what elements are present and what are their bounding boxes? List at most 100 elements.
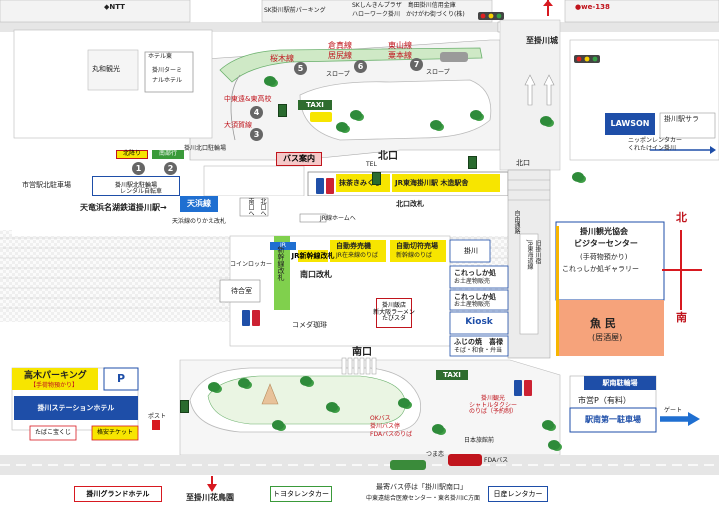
kakegawa-restaurant-line1: 掛川飯店 <box>381 301 406 309</box>
post-label: ポスト <box>148 413 167 420</box>
sakuragi-route-label: 桜木線 <box>270 54 294 63</box>
tozan-route-label: 東山線 <box>388 41 412 50</box>
kakegawa-restaurant-line3: たびスタ <box>381 315 406 323</box>
ntt-label: ◆NTT <box>104 3 125 11</box>
jr-platform-label: JR線ホームへ <box>320 215 356 222</box>
uomin-sub-label: (居酒屋) <box>592 333 623 342</box>
north-direction-label: 北 <box>676 211 687 224</box>
tree-icon <box>548 440 560 450</box>
stop-number-3: 3 <box>250 128 263 141</box>
stop-number-2: 2 <box>164 162 177 175</box>
sk-plaza-line2: ハローワーク掛川 かけがわ街づくり(株) <box>352 11 465 18</box>
takagi-parking-label: 高木パーキング <box>24 371 87 381</box>
kitaori-stop-label: 北降り <box>116 150 148 159</box>
shuttle-taxi-line3: のりば（予約制） <box>468 408 517 416</box>
stop-number-4: 4 <box>250 106 263 119</box>
north-bike-parking-line2: レンタル自転車 <box>120 188 163 195</box>
ticket-machine-sub-label: JR在来線のりば <box>336 252 378 259</box>
restroom-female-icon <box>252 310 260 326</box>
slope-label-1: スロープ <box>326 71 350 78</box>
kiosk-label: Kiosk <box>465 316 493 327</box>
stop-number-5: 5 <box>294 62 307 75</box>
koresika-2-sub-label: お土産物販売 <box>454 301 491 308</box>
nissan-rentacar-label: 日産レンタカー <box>488 486 548 502</box>
city-parking-label: 市営P（有料） <box>578 396 631 405</box>
tourism-assoc-line3: (手荷物預かり) <box>580 253 628 261</box>
toyota-rentacar-label: トヨタレンタカー <box>270 486 332 502</box>
taxi-sign-south: TAXI <box>436 370 468 380</box>
tenryu-line-label: 天竜浜名湖鉄道掛川駅→ <box>80 203 167 212</box>
telephone-icon <box>180 400 189 413</box>
bus-stop-name-label: 最寄バス停は「掛川駅南口」 <box>376 483 467 491</box>
old-post-town-vertical-label: 旧掛川宿 <box>534 240 541 264</box>
tree-icon <box>350 110 362 120</box>
telephone-icon <box>278 104 287 117</box>
north-bike-parking-line1: 掛川駅北駐輪場 <box>114 181 157 189</box>
kakegawa-restaurant-line2: 新大阪ラーメン <box>373 308 415 316</box>
bus-stop-sub-label: 中東遠総合医療センター・東名掛川IC方面 <box>366 495 480 502</box>
komeda-label: コメダ珈琲 <box>292 321 327 329</box>
stop-number-7: 7 <box>410 58 423 71</box>
kitaguchi-gate-label: 北口改札 <box>396 200 424 208</box>
tree-icon <box>540 116 552 126</box>
south-bike-parking-label: 駅南駐輪場 <box>602 378 638 387</box>
slope-label-2: スロープ <box>426 69 450 76</box>
parking-p-mark: P <box>116 371 126 385</box>
tel-north-label: TEL <box>366 161 377 168</box>
sk-parking-label: SK掛川駅前パーキング <box>264 7 326 14</box>
kakegawa-bus-stop-label: 掛川バス停 <box>370 423 401 430</box>
free-passage-label: 自由通路 <box>513 210 520 234</box>
ok-bus-label: OKバス <box>370 415 391 422</box>
stop-number-6: 6 <box>354 60 367 73</box>
to-kakegawa-kachoen-label: 至掛川花鳥園 <box>186 493 234 502</box>
takagi-baggage-label: 【手荷物預かり】 <box>30 382 79 389</box>
tree-icon <box>238 378 250 388</box>
jr-kakegawa-station-label: JR東海掛川駅 木造駅舎 <box>395 179 469 187</box>
tree-icon <box>326 402 338 412</box>
taxi-sign-north: TAXI <box>298 100 332 110</box>
kakegawa-restaurant-box: 掛川飯店 新大阪ラーメン たびスタ <box>373 298 415 328</box>
tree-icon <box>542 420 554 430</box>
to-kakegawa-castle-label: 至掛川城 <box>526 36 558 45</box>
miyako-parking-label: 市営駅北駐車場 <box>22 181 71 189</box>
to-north-label: 北口へ <box>259 198 266 216</box>
hotel-sala-label: 掛川駅サラ <box>664 115 699 123</box>
kurami-route-label: 倉真線 <box>328 41 352 50</box>
koresika-1-label: これっしか処 <box>454 269 496 277</box>
shuttle-taxi-line1: 掛川観光 <box>480 394 505 402</box>
restroom-female-icon <box>524 380 532 396</box>
north-bike-notice-label: 掛川北口駐輪場 <box>184 145 227 152</box>
station-hotel-label: 掛川ステーションホテル <box>37 403 115 412</box>
jr-line-vertical-label: JR東海道線 <box>526 240 533 270</box>
lawson-label: LAWSON <box>610 119 650 129</box>
we138-label: ●we-138 <box>575 3 610 11</box>
post-box-icon <box>152 420 160 430</box>
to-south-label: 南口へ <box>247 198 254 216</box>
green-shop-label: 新幹線改札 <box>277 246 285 281</box>
shuttle-taxi-box: 掛川観光 シャトルタクシー のりば（予約制） <box>468 392 518 420</box>
discount-ticket-label: 格安チケット <box>96 428 133 436</box>
restroom-male-icon <box>514 380 522 396</box>
tree-icon <box>336 122 348 132</box>
telephone-icon <box>468 156 477 169</box>
tsumagoi-label: つま恋 <box>426 451 445 458</box>
fda-bus-stop-label: FDAバスのりば <box>370 431 413 438</box>
oosuka-route-label: 大須賀線 <box>224 121 252 129</box>
tourism-assoc-line2: ビジターセンター <box>574 239 638 248</box>
fujinomiya-sub-label: そば・和食・弁当 <box>454 347 503 354</box>
nippon-rentacar-line1: ニッポンレンタカー <box>628 137 683 144</box>
terminal-hotel-line2: ナルホテル <box>152 77 183 84</box>
tree-icon <box>470 110 482 120</box>
tree-icon <box>398 398 410 408</box>
hikari-stop-label: 日本旅館前 <box>464 437 495 444</box>
fda-bus-label: FDAバス <box>484 457 509 464</box>
kitaguchi-label: 北口 <box>378 151 398 162</box>
tree-icon <box>572 172 584 182</box>
tree-icon <box>208 382 220 392</box>
kurihara-route-label: 粟本線 <box>388 51 412 60</box>
shinkansen-gate-label: JR新幹線改札 <box>292 250 335 262</box>
matcha-kimikura-label: 抹茶きみくら <box>339 179 381 187</box>
koresika-1-sub-label: お土産物販売 <box>454 278 491 285</box>
tree-icon <box>432 424 444 434</box>
